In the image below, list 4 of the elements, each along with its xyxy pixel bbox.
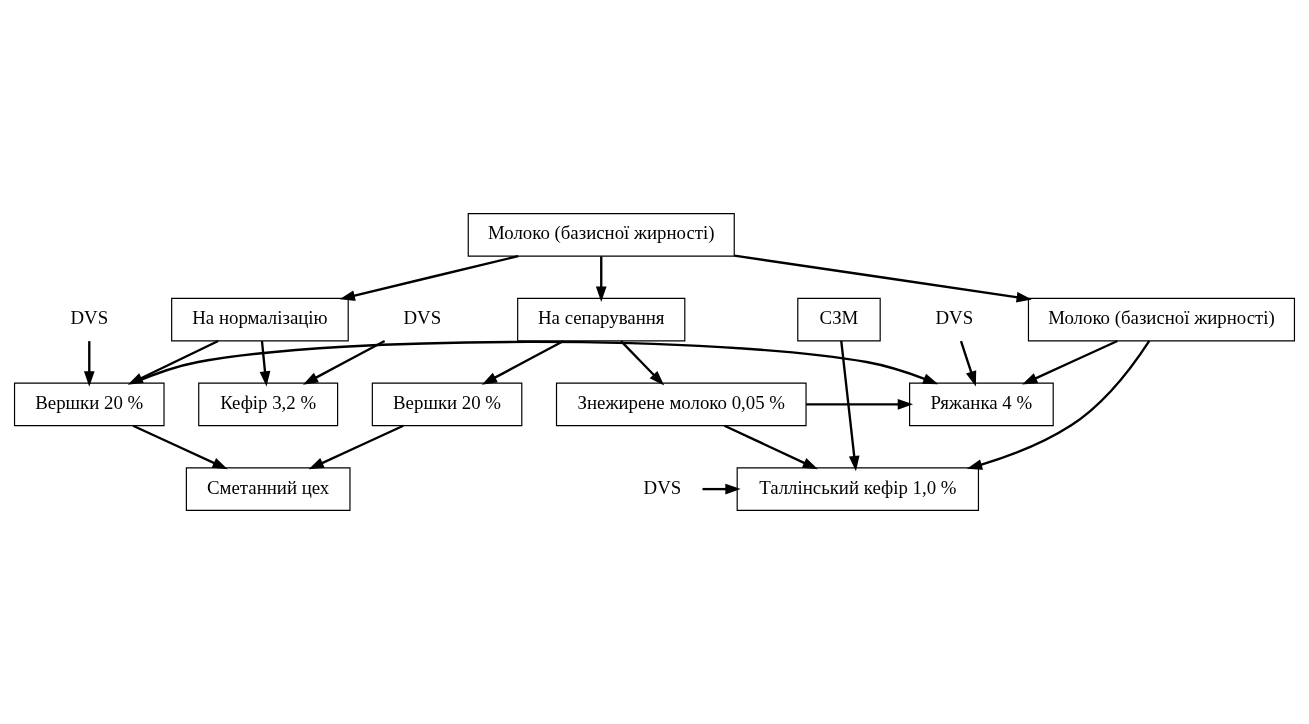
node-text: DVS: [935, 307, 974, 329]
node-text: DVS: [643, 476, 682, 498]
node-text: DVS: [70, 307, 109, 329]
node-text: DVS: [403, 307, 442, 329]
